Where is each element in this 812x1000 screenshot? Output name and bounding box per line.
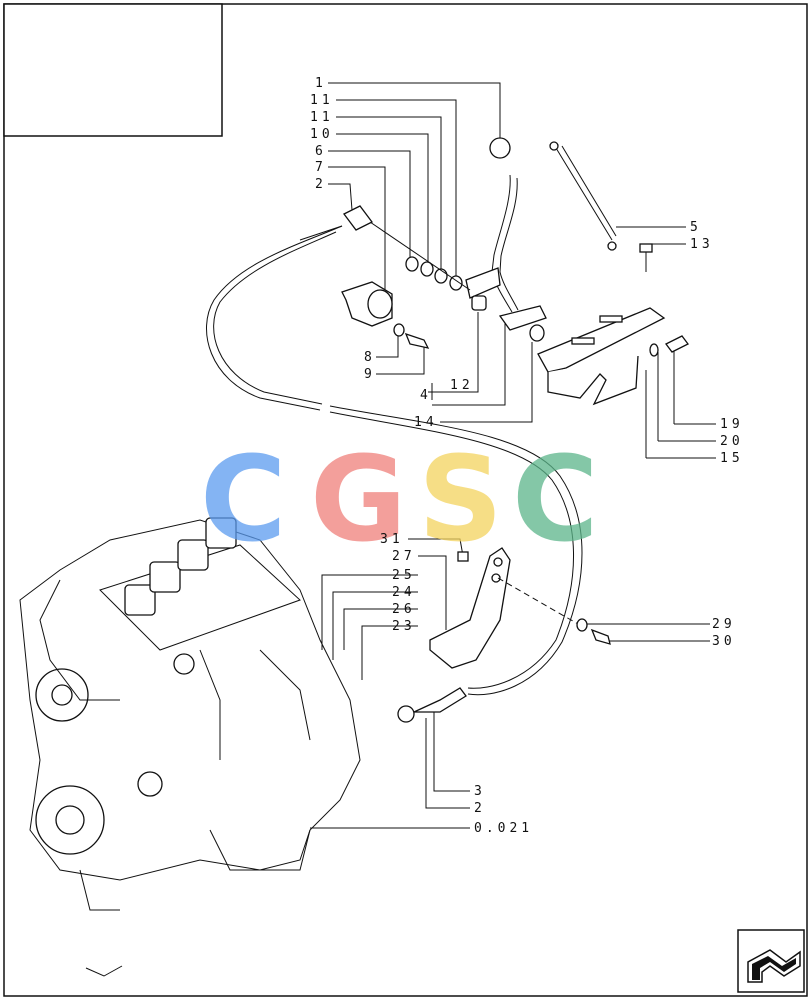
- callout-14: 14: [414, 415, 438, 430]
- callout-7: 7: [315, 160, 327, 175]
- callout-19: 19: [720, 417, 744, 432]
- watermark-letter-s: S: [418, 430, 503, 568]
- engine-assembly: [19, 517, 361, 911]
- tick-mark: [85, 965, 123, 977]
- throttle-cable-upper: [206, 225, 343, 411]
- throttle-knob: [489, 137, 511, 159]
- callout-26: 26: [392, 602, 416, 617]
- callout-27: 27: [392, 549, 416, 564]
- watermark: C G S C: [200, 430, 599, 568]
- throttle-parts: [206, 137, 689, 723]
- callout-2-top: 2: [315, 177, 327, 192]
- callout-29: 29: [712, 617, 736, 632]
- callout-labels: 1 11 11 10 6 7 2 5 13 8 9 4 12 14 19 20 …: [310, 76, 744, 836]
- callout-25: 25: [392, 568, 416, 583]
- callout-2-bottom: 2: [474, 801, 486, 816]
- throttle-cable-lower: [329, 411, 574, 689]
- title-box: [3, 3, 223, 137]
- engine-bracket: [429, 547, 511, 669]
- throttle-rod: [555, 147, 613, 241]
- callout-30: 30: [712, 634, 736, 649]
- throttle-lever: [491, 174, 513, 313]
- page-frame: [3, 3, 808, 997]
- callout-6: 6: [315, 144, 327, 159]
- callout-20: 20: [720, 434, 744, 449]
- callout-23: 23: [392, 619, 416, 634]
- page-arrow-icon[interactable]: [737, 929, 805, 993]
- callout-5: 5: [690, 220, 702, 235]
- callout-24: 24: [392, 585, 416, 600]
- callout-13: 13: [690, 237, 714, 252]
- watermark-letter-g: G: [310, 430, 407, 568]
- callout-1: 1: [315, 76, 327, 91]
- watermark-letter-c1: C: [200, 430, 287, 568]
- callout-11b: 11: [310, 110, 334, 125]
- callout-9: 9: [364, 367, 376, 382]
- leader-lines: [310, 82, 716, 829]
- callout-12: 12: [450, 378, 474, 393]
- callout-0021: 0.021: [474, 821, 533, 836]
- callout-8: 8: [364, 350, 376, 365]
- callout-11a: 11: [310, 93, 334, 108]
- callout-3: 3: [474, 784, 486, 799]
- callout-10: 10: [310, 127, 334, 142]
- watermark-letter-c2: C: [512, 430, 599, 568]
- throttle-bracket: [537, 307, 666, 373]
- callout-31: 31: [380, 532, 404, 547]
- callout-4: 4: [420, 388, 432, 403]
- callout-15: 15: [720, 451, 744, 466]
